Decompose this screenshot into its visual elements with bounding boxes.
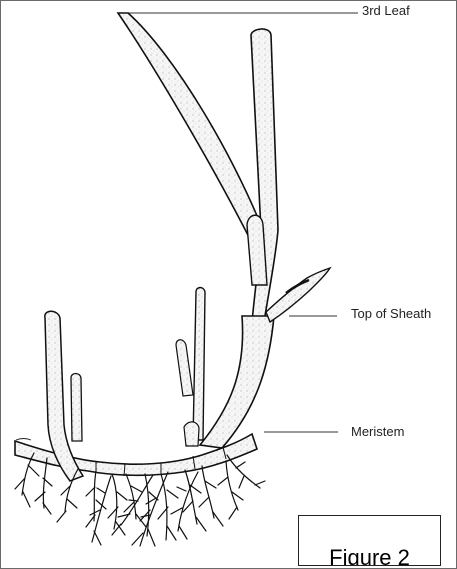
- third-leaf-label: 3rd Leaf: [362, 4, 410, 17]
- leaf-bract: [266, 268, 330, 322]
- figure-caption-box: Figure 2: [298, 515, 441, 566]
- middle-shoot-base: [184, 422, 199, 446]
- top-of-sheath-label: Top of Sheath: [351, 307, 431, 320]
- meristem-label: Meristem: [351, 425, 404, 438]
- middle-shoot-side: [176, 340, 193, 396]
- third-leaf-blade: [118, 13, 268, 245]
- leaf-sheath: [200, 316, 274, 448]
- figure-caption: Figure 2: [329, 547, 410, 566]
- left-shoot-leaf: [71, 374, 82, 442]
- sketch-mark: [16, 439, 31, 441]
- middle-shoot-main: [193, 288, 205, 441]
